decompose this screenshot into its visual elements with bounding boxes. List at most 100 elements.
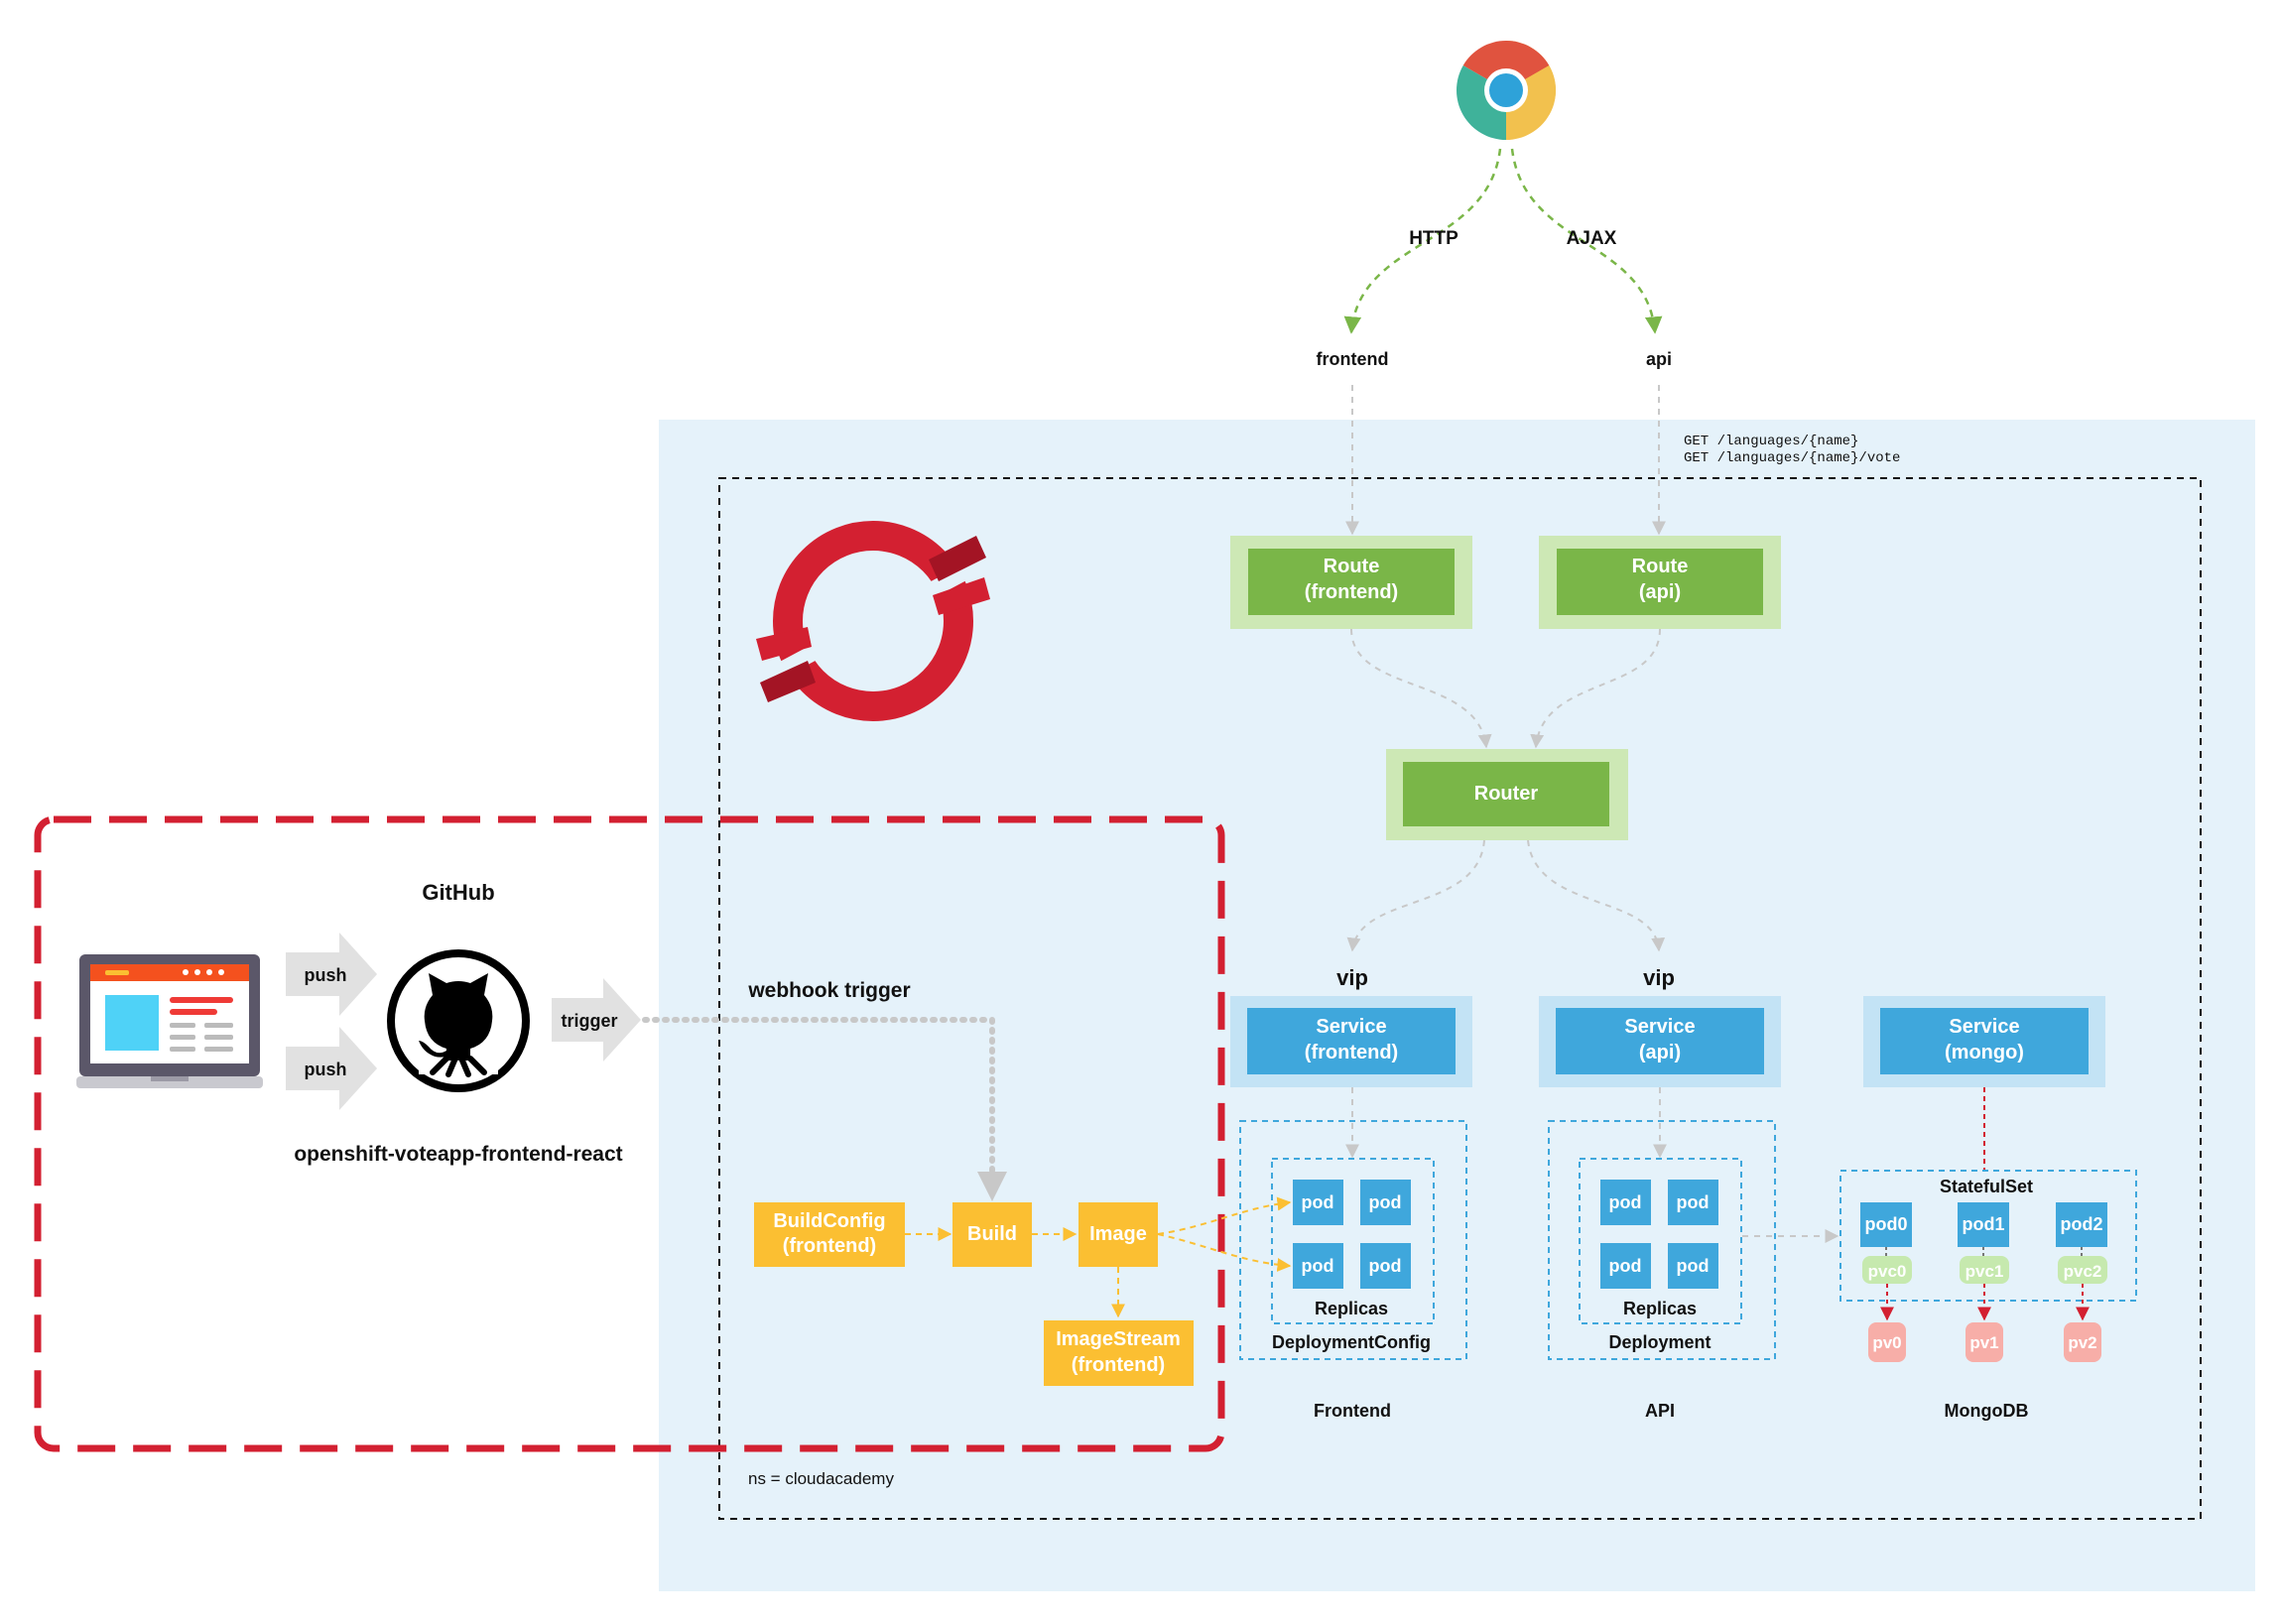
route-api-title: Route xyxy=(1632,556,1689,577)
mongo-pod0[interactable]: pod0 xyxy=(1860,1202,1912,1247)
service-mongo-subtitle: (mongo) xyxy=(1945,1042,2024,1063)
pod-label: pod xyxy=(1302,1256,1334,1276)
mongo-pod1-label: pod1 xyxy=(1963,1214,2005,1234)
mongo-pod2-label: pod2 xyxy=(2061,1214,2103,1234)
webhook-connector xyxy=(642,1017,1007,1201)
deployment-label: Deployment xyxy=(1608,1332,1711,1352)
frontend-host-label: frontend xyxy=(1317,349,1389,369)
chrome-browser-icon xyxy=(1457,41,1556,140)
image-step[interactable]: Image xyxy=(1078,1202,1158,1267)
pod-label: pod xyxy=(1369,1192,1402,1212)
push-label-bottom: push xyxy=(305,1060,347,1079)
pv0[interactable]: pv0 xyxy=(1868,1322,1906,1362)
tier-mongodb-label: MongoDB xyxy=(1945,1401,2029,1421)
pv1[interactable]: pv1 xyxy=(1965,1322,2003,1362)
router[interactable]: Router xyxy=(1386,749,1628,840)
push-arrow-top xyxy=(286,933,377,1016)
api-pod-1[interactable]: pod xyxy=(1600,1180,1651,1225)
pvc0[interactable]: pvc0 xyxy=(1862,1256,1912,1284)
imagestream-frontend[interactable]: ImageStream (frontend) xyxy=(1044,1320,1194,1386)
pvc1-label: pvc1 xyxy=(1965,1262,2004,1281)
pv1-label: pv1 xyxy=(1969,1333,1998,1352)
trigger-label: trigger xyxy=(561,1011,617,1031)
pvc0-label: pvc0 xyxy=(1868,1262,1907,1281)
pvc1[interactable]: pvc1 xyxy=(1960,1256,2009,1284)
statefulset-label: StatefulSet xyxy=(1940,1177,2033,1196)
router-label: Router xyxy=(1474,783,1539,805)
image-to-pods-top xyxy=(1157,1196,1292,1235)
api-deployment-box xyxy=(1548,1120,1776,1360)
service-api-subtitle: (api) xyxy=(1639,1042,1681,1063)
pv0-label: pv0 xyxy=(1872,1333,1901,1352)
deploymentconfig-label: DeploymentConfig xyxy=(1272,1332,1431,1352)
build-step[interactable]: Build xyxy=(952,1202,1032,1267)
push-label-top: push xyxy=(305,965,347,985)
api-pod-4[interactable]: pod xyxy=(1668,1243,1718,1289)
trigger-arrow xyxy=(552,978,641,1062)
frontend-deploymentconfig-box xyxy=(1239,1120,1467,1360)
frontend-replicas-box xyxy=(1271,1158,1435,1324)
buildconfig-frontend[interactable]: BuildConfig (frontend) xyxy=(754,1202,905,1267)
frontend-pod-2[interactable]: pod xyxy=(1360,1180,1411,1225)
api-route-1: GET /languages/{name} xyxy=(1684,434,1858,449)
pod-label: pod xyxy=(1677,1256,1710,1276)
route-api[interactable]: Route (api) xyxy=(1539,536,1781,629)
mongo-pod1[interactable]: pod1 xyxy=(1958,1202,2009,1247)
namespace-label: ns = cloudacademy xyxy=(748,1469,894,1488)
route-api-to-router xyxy=(1530,628,1661,749)
service-frontend-subtitle: (frontend) xyxy=(1305,1042,1398,1063)
route-frontend[interactable]: Route (frontend) xyxy=(1230,536,1472,629)
service-frontend-title: Service xyxy=(1316,1016,1386,1038)
tier-frontend-label: Frontend xyxy=(1314,1401,1391,1421)
github-title: GitHub xyxy=(422,880,494,905)
pv2-label: pv2 xyxy=(2068,1333,2096,1352)
pod-label: pod xyxy=(1302,1192,1334,1212)
laptop-icon xyxy=(76,954,263,1088)
pod-label: pod xyxy=(1609,1256,1642,1276)
build-label: Build xyxy=(967,1223,1017,1245)
pod-label: pod xyxy=(1609,1192,1642,1212)
frontend-replicas-label: Replicas xyxy=(1315,1299,1388,1318)
api-replicas-label: Replicas xyxy=(1623,1299,1697,1318)
imagestream-subtitle: (frontend) xyxy=(1072,1354,1165,1376)
image-to-pods-bottom xyxy=(1157,1233,1292,1272)
ajax-connector xyxy=(1510,148,1663,334)
ci-pipeline-boundary xyxy=(34,815,1225,1452)
pv2[interactable]: pv2 xyxy=(2064,1322,2101,1362)
imagestream-title: ImageStream xyxy=(1056,1328,1181,1350)
route-frontend-title: Route xyxy=(1324,556,1380,577)
mongo-pod0-label: pod0 xyxy=(1865,1214,1908,1234)
api-pod-2[interactable]: pod xyxy=(1668,1180,1718,1225)
github-octocat-icon[interactable] xyxy=(387,949,530,1092)
api-host-label: api xyxy=(1646,349,1672,369)
namespace-boundary xyxy=(718,477,2202,1520)
buildconfig-title: BuildConfig xyxy=(773,1210,885,1232)
http-connector xyxy=(1343,148,1502,334)
mongo-pod2[interactable]: pod2 xyxy=(2056,1202,2107,1247)
frontend-pod-4[interactable]: pod xyxy=(1360,1243,1411,1289)
pvc2[interactable]: pvc2 xyxy=(2058,1256,2107,1284)
frontend-pod-3[interactable]: pod xyxy=(1293,1243,1343,1289)
service-api[interactable]: Service (api) xyxy=(1539,996,1781,1087)
buildconfig-subtitle: (frontend) xyxy=(783,1235,876,1257)
service-frontend[interactable]: Service (frontend) xyxy=(1230,996,1472,1087)
vip-api-label: vip xyxy=(1643,965,1675,990)
frontend-pod-1[interactable]: pod xyxy=(1293,1180,1343,1225)
openshift-logo-icon xyxy=(756,521,990,721)
http-label: HTTP xyxy=(1409,228,1458,249)
route-frontend-subtitle: (frontend) xyxy=(1305,581,1398,603)
service-mongo[interactable]: Service (mongo) xyxy=(1863,996,2105,1087)
push-arrow-bottom xyxy=(286,1027,377,1110)
ajax-label: AJAX xyxy=(1567,228,1617,249)
pvc2-label: pvc2 xyxy=(2064,1262,2102,1281)
api-pod-3[interactable]: pod xyxy=(1600,1243,1651,1289)
api-replicas-box xyxy=(1579,1158,1742,1324)
pod-label: pod xyxy=(1369,1256,1402,1276)
api-route-2: GET /languages/{name}/vote xyxy=(1684,450,1900,466)
route-api-subtitle: (api) xyxy=(1639,581,1681,603)
router-to-vip-api xyxy=(1527,839,1666,952)
service-mongo-title: Service xyxy=(1949,1016,2019,1038)
service-api-title: Service xyxy=(1624,1016,1695,1038)
mongo-statefulset-box xyxy=(1839,1170,2137,1302)
